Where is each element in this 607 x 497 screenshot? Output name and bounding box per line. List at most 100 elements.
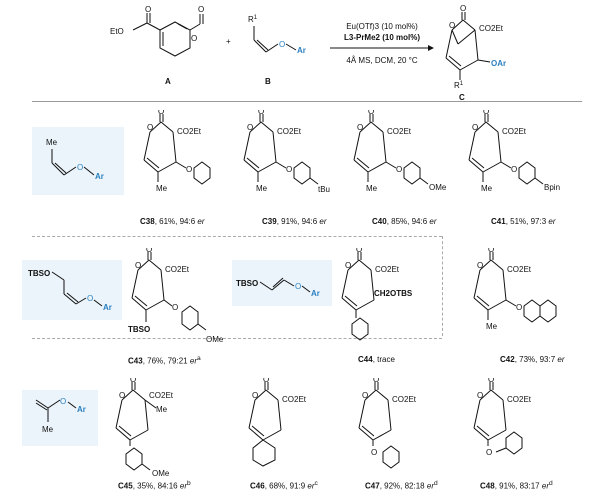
c43-o: O <box>172 303 178 312</box>
c41-me: Me <box>481 184 493 193</box>
svg-text:O: O <box>247 123 253 132</box>
c41-para: Bpin <box>544 183 560 192</box>
c45-para: OMe <box>152 469 170 478</box>
label-c43: C43, 76%, 79:21 era <box>128 355 201 366</box>
svg-text:O: O <box>345 261 351 270</box>
svg-text:O: O <box>119 391 125 400</box>
svg-text:O: O <box>258 110 264 116</box>
ve2-ar: Ar <box>103 303 112 312</box>
svg-text:O: O <box>472 123 478 132</box>
c41-o: O <box>511 165 517 174</box>
ve2-o: O <box>87 294 93 303</box>
arrow-head <box>428 45 434 51</box>
label-c41: C41, 51%, 97:3 er <box>491 217 556 226</box>
product-c42: O O CO2Et Me O <box>473 248 557 331</box>
vinyl-ether-box-1 <box>32 127 124 195</box>
c38-me: Me <box>156 184 168 193</box>
c40-para: OMe <box>429 183 447 192</box>
label-c38: C38, 61%, 94:6 er <box>140 217 205 226</box>
row-separator-2 <box>32 338 442 339</box>
ve4-o: O <box>60 397 66 406</box>
section-divider <box>32 101 582 102</box>
vinyl-ether-1: Me O Ar <box>46 138 104 181</box>
product-co2et: CO2Et <box>479 24 504 33</box>
c43-co2et: CO2Et <box>165 265 190 274</box>
product-c48: O O CO2Et O <box>473 378 532 457</box>
svg-text:O: O <box>357 123 363 132</box>
ve4-me: Me <box>42 425 54 434</box>
reactant-b-structure <box>253 26 297 53</box>
carbonyl-o-a2: O <box>198 5 204 14</box>
svg-text:O: O <box>477 391 483 400</box>
svg-text:O: O <box>135 261 141 270</box>
ve1-o: O <box>77 163 83 172</box>
carbonyl-o-c: O <box>460 4 466 13</box>
svg-text:O: O <box>158 110 164 116</box>
vinyl-ether-3: TBSO O Ar <box>236 277 320 298</box>
c38-o: O <box>186 165 192 174</box>
product-c41: O O CO2Et Me O Bpin <box>468 110 560 193</box>
vinyl-ether-4: O Ar Me <box>35 397 86 434</box>
c40-me: Me <box>366 184 378 193</box>
svg-text:O: O <box>147 123 153 132</box>
label-c46: C46, 68%, 91:9 erc <box>250 480 318 491</box>
ring-o-a: O <box>191 34 197 43</box>
c43-tbso: TBSO <box>128 325 150 334</box>
ar-label-b: Ar <box>297 46 306 55</box>
c41-co2et: CO2Et <box>502 127 527 136</box>
c43-para: OMe <box>206 335 224 344</box>
svg-text:O: O <box>483 110 489 116</box>
vinyl-ether-box-3 <box>232 260 332 306</box>
c47-co2et: CO2Et <box>392 395 417 404</box>
r1-label-c: R1 <box>454 81 464 90</box>
label-c42: C42, 73%, 93:7 er <box>500 355 565 364</box>
c40-o: O <box>396 165 402 174</box>
condition-2: L3-PrMe2 (10 mol%) <box>343 33 421 42</box>
row-separator-1 <box>32 236 442 237</box>
ve2-tbso: TBSO <box>28 269 50 278</box>
reaction-scheme: EtO O O O A + R1 O Ar B O O CO2Et OAr R1… <box>110 4 506 100</box>
condition-3: 4Å MS, DCM, 20 °C <box>346 56 418 65</box>
label-c48: C48, 91%, 83:17 erd <box>480 480 553 491</box>
product-c44: O O CO2Et CH2OTBS <box>341 248 413 341</box>
ve3-o: O <box>295 282 301 291</box>
c42-me: Me <box>486 322 498 331</box>
svg-text:O: O <box>252 391 258 400</box>
product-c45: O O CO2Et Me OMe <box>115 378 174 478</box>
reactant-a-structure <box>132 13 204 57</box>
column-separator <box>442 236 443 336</box>
c42-o: O <box>516 303 522 312</box>
ve3-ar: Ar <box>311 289 320 298</box>
ve4-ar: Ar <box>77 405 86 414</box>
ethoxy-label: EtO <box>110 27 124 36</box>
product-c47: O O CO2Et O <box>358 378 417 469</box>
product-c40: O O CO2Et Me O OMe <box>353 110 447 193</box>
ve1-me: Me <box>46 138 58 147</box>
product-c-structure <box>445 12 491 80</box>
condition-1: Eu(OTf)3 (10 mol%) <box>346 22 418 31</box>
vinyl-ether-box-2 <box>22 260 122 320</box>
ether-o-b: O <box>279 40 285 49</box>
vinyl-ether-2: TBSO O Ar <box>28 269 112 312</box>
label-c47: C47, 92%, 82:18 erd <box>365 480 438 491</box>
label-c45: C45, 35%, 84:16 erb <box>118 480 191 491</box>
product-c38: O O CO2Et Me O <box>143 110 211 193</box>
c39-o: O <box>286 165 292 174</box>
label-c44: C44, trace <box>358 355 395 364</box>
c39-me: Me <box>256 184 268 193</box>
c38-co2et: CO2Et <box>177 127 202 136</box>
product-c46: O O CO2Et <box>248 378 307 467</box>
c47-o: O <box>371 448 377 457</box>
product-oar: OAr <box>491 59 506 68</box>
svg-text:O: O <box>362 391 368 400</box>
c44-co2et: CO2Et <box>375 265 400 274</box>
r1-label-b: R1 <box>248 15 258 24</box>
svg-text:O: O <box>488 248 494 254</box>
svg-text:O: O <box>146 248 152 254</box>
c48-co2et: CO2Et <box>507 395 532 404</box>
product-label: C <box>459 93 465 100</box>
carbonyl-o-a1: O <box>145 5 151 14</box>
svg-text:O: O <box>373 378 379 384</box>
svg-text:O: O <box>263 378 269 384</box>
c46-co2et: CO2Et <box>282 395 307 404</box>
